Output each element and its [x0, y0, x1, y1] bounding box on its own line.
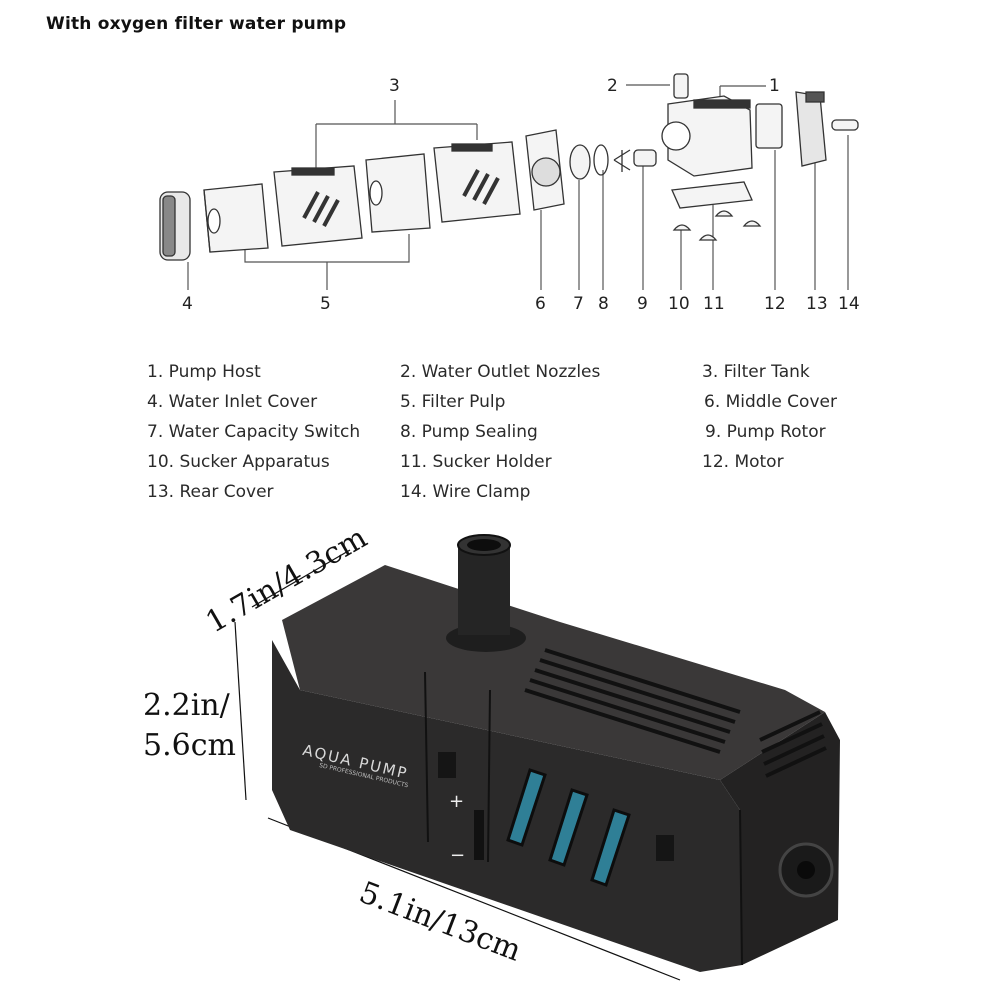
flow-minus-label: −	[450, 845, 466, 866]
legend-item: 6. Middle Cover	[704, 392, 837, 412]
callout-11: 11	[703, 294, 725, 314]
legend-item: 10. Sucker Apparatus	[147, 452, 330, 472]
legend-item: 1. Pump Host	[147, 362, 261, 382]
legend-item: 2. Water Outlet Nozzles	[400, 362, 601, 382]
height-dimension-label-line2: 5.6cm	[143, 728, 236, 763]
callout-8: 8	[598, 294, 609, 314]
callout-4: 4	[182, 294, 193, 314]
pump-body	[272, 534, 840, 972]
callout-5: 5	[320, 294, 331, 314]
legend-item: 8. Pump Sealing	[400, 422, 538, 442]
legend-item: 4. Water Inlet Cover	[147, 392, 318, 412]
pump-illustration	[234, 534, 840, 981]
legend-item: 9. Pump Rotor	[705, 422, 826, 442]
callout-3: 3	[389, 76, 400, 96]
product-photo: AQUA PUMP SD PROFESSIONAL PRODUCTS + −	[0, 515, 1001, 1001]
callout-6: 6	[535, 294, 546, 314]
height-dimension-label-line1: 2.2in/	[143, 688, 230, 723]
legend-item: 12. Motor	[702, 452, 784, 472]
legend-item: 14. Wire Clamp	[400, 482, 531, 502]
callout-12: 12	[764, 294, 786, 314]
callout-9: 9	[637, 294, 648, 314]
legend-item: 7. Water Capacity Switch	[147, 422, 361, 442]
legend-item: 5. Filter Pulp	[400, 392, 506, 412]
legend-item: 11. Sucker Holder	[400, 452, 552, 472]
legend-item: 3. Filter Tank	[702, 362, 810, 382]
callout-1: 1	[769, 76, 780, 96]
callout-13: 13	[806, 294, 828, 314]
legend-item: 13. Rear Cover	[147, 482, 274, 502]
callout-10: 10	[668, 294, 690, 314]
callout-7: 7	[573, 294, 584, 314]
exploded-diagram: 3 2 1 4 5 6 7 8 9 10 11 12 13 14	[0, 60, 1001, 330]
exploded-view-drawing	[159, 73, 859, 290]
flow-plus-label: +	[449, 791, 465, 812]
water-inlet-cover-drawing	[159, 191, 191, 261]
depth-dimension-line	[251, 549, 351, 608]
callout-2: 2	[607, 76, 618, 96]
height-dimension-line	[234, 621, 247, 801]
page-title: With oxygen filter water pump	[46, 14, 347, 34]
callout-14: 14	[838, 294, 860, 314]
